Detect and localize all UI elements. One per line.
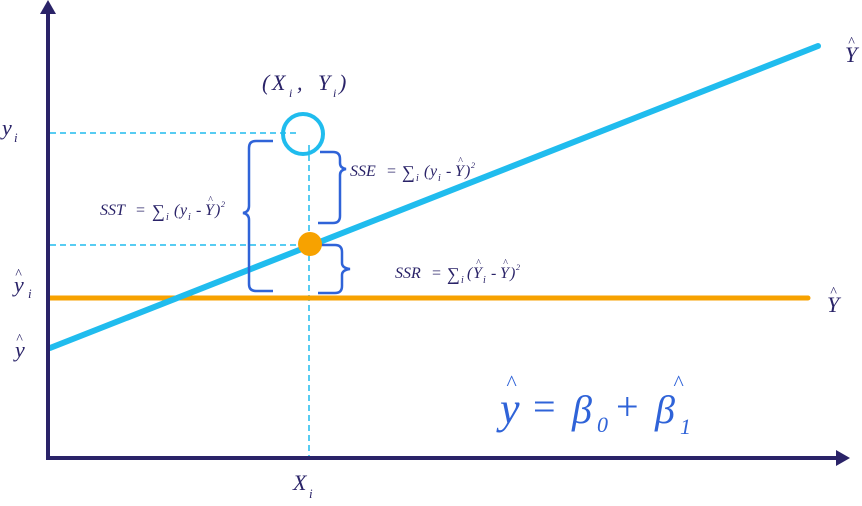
svg-text:SSE: SSE: [350, 163, 376, 180]
svg-text:2: 2: [471, 161, 475, 170]
svg-text:Y: Y: [845, 42, 860, 67]
svg-text:-: -: [446, 163, 451, 180]
svg-text:i: i: [289, 86, 292, 100]
svg-text:β: β: [654, 387, 675, 432]
svg-text:∑: ∑: [447, 264, 460, 284]
svg-text:Y: Y: [500, 265, 511, 282]
svg-text:^: ^: [476, 258, 481, 269]
model-equation: ^ y = β 0 + ^ β 1: [496, 370, 691, 439]
observed-point: [281, 112, 325, 156]
svg-text:^: ^: [673, 370, 684, 395]
sst-formula: SST = ∑ i ( y i - ^ Y ) 2: [100, 195, 225, 223]
svg-text:i: i: [28, 286, 32, 301]
svg-text:-: -: [196, 202, 201, 219]
svg-text:=: =: [387, 163, 396, 180]
point-label: ( X i , Y i ): [262, 70, 346, 100]
sse-formula: SSE = ∑ i ( y i - ^ Y ) 2: [350, 156, 475, 184]
svg-text:1: 1: [680, 414, 691, 439]
svg-text:i: i: [438, 173, 441, 184]
svg-text:(: (: [262, 70, 271, 95]
regression-line: [47, 43, 821, 351]
svg-text:Y: Y: [827, 292, 842, 317]
svg-text:^: ^: [458, 156, 463, 167]
svg-text:(: (: [424, 163, 431, 180]
svg-text:^: ^: [503, 258, 508, 269]
y-axis-label-yi: y i: [0, 115, 18, 145]
svg-text:y: y: [178, 202, 188, 219]
svg-text:∑: ∑: [152, 201, 165, 221]
sst-brace: [242, 139, 273, 293]
svg-text:+: +: [616, 384, 639, 429]
svg-text:,: ,: [297, 70, 303, 95]
svg-text:-: -: [491, 265, 496, 282]
regression-line-label: ^ Y: [845, 35, 860, 67]
sse-brace: [318, 150, 347, 225]
svg-text:SST: SST: [100, 202, 126, 219]
svg-text:2: 2: [221, 200, 225, 209]
svg-text:0: 0: [597, 412, 608, 437]
svg-text:Y: Y: [473, 265, 484, 282]
svg-text:SSR: SSR: [395, 265, 421, 282]
svg-text:^: ^: [848, 35, 855, 50]
svg-text:y: y: [0, 115, 12, 140]
svg-text:): ): [337, 70, 346, 95]
svg-text:i: i: [188, 212, 191, 223]
y-axis-label-yhat: ^ y: [13, 332, 25, 362]
svg-text:Y: Y: [318, 70, 333, 95]
svg-text:y: y: [496, 384, 520, 433]
svg-text:(: (: [174, 202, 181, 219]
svg-text:^: ^: [208, 195, 213, 206]
svg-text:i: i: [309, 486, 313, 501]
svg-text:i: i: [461, 275, 464, 286]
svg-text:(: (: [467, 265, 474, 282]
svg-text:X: X: [292, 470, 308, 495]
ssr-brace: [318, 243, 351, 295]
y-axis-label-yhat-i: ^ y i: [12, 267, 32, 301]
svg-text:y: y: [13, 337, 25, 362]
svg-text:2: 2: [516, 263, 520, 272]
svg-text:^: ^: [16, 332, 23, 347]
mean-line-label: ^ Y: [827, 285, 842, 317]
svg-text:y: y: [428, 163, 438, 180]
svg-text:^: ^: [15, 267, 22, 282]
svg-text:∑: ∑: [402, 162, 415, 182]
y-axis-arrow-icon: [40, 0, 56, 14]
ssr-formula: SSR = ∑ i ( ^ Y i - ^ Y ) 2: [395, 258, 520, 286]
x-axis-arrow-icon: [836, 450, 850, 466]
svg-text:i: i: [333, 86, 336, 100]
predicted-point: [298, 232, 322, 256]
svg-text:): ): [214, 202, 220, 219]
svg-text:): ): [464, 163, 470, 180]
svg-text:^: ^: [830, 285, 837, 300]
svg-text:i: i: [14, 130, 18, 145]
svg-text:i: i: [483, 275, 486, 286]
svg-text:Y: Y: [455, 163, 466, 180]
svg-text:=: =: [533, 384, 556, 429]
svg-text:X: X: [271, 70, 287, 95]
svg-text:=: =: [432, 265, 441, 282]
svg-text:i: i: [416, 173, 419, 184]
x-axis-label-xi: X i: [292, 470, 313, 501]
svg-text:^: ^: [506, 370, 517, 395]
svg-text:β: β: [571, 387, 592, 432]
svg-text:Y: Y: [205, 202, 216, 219]
svg-text:=: =: [136, 202, 145, 219]
svg-text:y: y: [12, 272, 24, 297]
svg-text:): ): [509, 265, 515, 282]
svg-text:i: i: [166, 212, 169, 223]
